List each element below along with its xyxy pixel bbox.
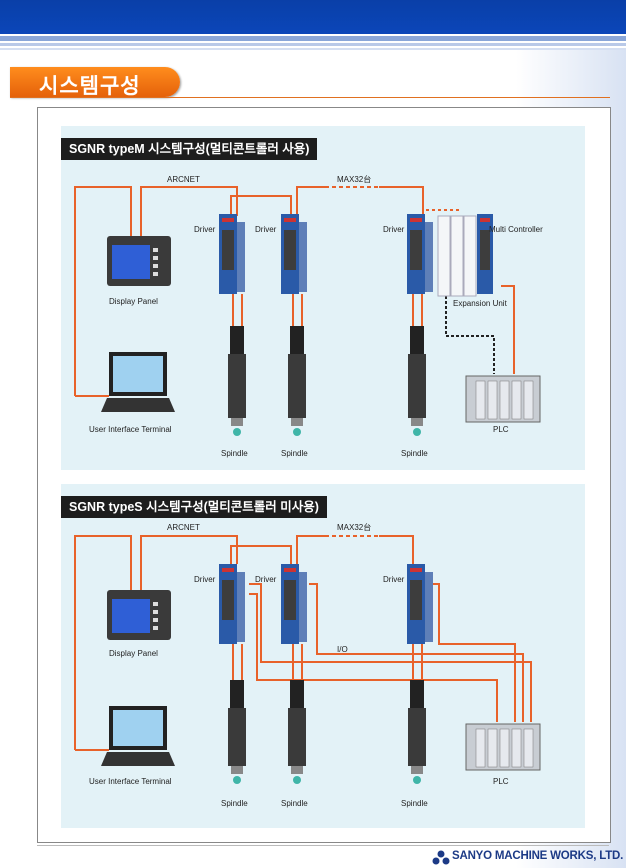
plc-icon: [465, 723, 541, 771]
section-title-tab: 시스템구성: [10, 67, 180, 98]
plc-icon: [465, 375, 541, 423]
driver-label: Driver: [255, 225, 277, 234]
banner-stripe: [0, 48, 626, 50]
system-panel-types: SGNR typeS 시스템구성(멀티콘트롤러 미사용): [61, 484, 585, 828]
company-name: SANYO MACHINE WORKS, LTD.: [452, 850, 624, 862]
system-diagram-typem: Display Panel User Interface Terminal AR…: [74, 174, 543, 458]
driver-unit-icon: [407, 214, 433, 294]
spindle-label: Spindle: [221, 449, 248, 458]
system-panel-typem: SGNR typeM 시스템구성(멀티콘트롤러 사용): [61, 126, 585, 470]
spindle-icon: [408, 680, 426, 784]
footer-divider: [37, 845, 609, 846]
arcnet-label: ARCNET: [167, 175, 200, 184]
cable: [140, 535, 238, 594]
panel-title: SGNR typeS 시스템구성(멀티콘트롤러 미사용): [61, 496, 327, 518]
driver-unit-icon: [281, 564, 307, 644]
plc-label: PLC: [493, 425, 509, 434]
cable: [296, 186, 325, 216]
driver-label: Driver: [194, 225, 216, 234]
banner-stripe: [0, 43, 626, 46]
expansion-unit-label: Expansion Unit: [453, 299, 508, 308]
cable: [379, 186, 424, 216]
logo-mark-icon: [432, 850, 450, 865]
dashed-link: [445, 296, 495, 374]
banner-stripe: [0, 36, 626, 41]
io-cable: [309, 583, 524, 722]
plc-label: PLC: [493, 777, 509, 786]
driver-label: Driver: [194, 575, 216, 584]
spindle-icon: [288, 680, 306, 784]
max32-label: MAX32台: [337, 522, 371, 532]
driver-unit-icon: [219, 564, 245, 644]
cable: [230, 545, 292, 564]
cable: [296, 535, 325, 564]
cable: [230, 195, 292, 216]
spindle-icon: [228, 680, 246, 784]
spindle-label: Spindle: [401, 799, 428, 808]
display-panel-icon: [107, 590, 171, 640]
driver-unit-icon: [281, 214, 307, 294]
multi-controller-icon: [477, 214, 493, 294]
user-terminal-label: User Interface Terminal: [89, 425, 172, 434]
cable: [74, 186, 132, 396]
driver-label: Driver: [255, 575, 277, 584]
display-panel-label: Display Panel: [109, 297, 158, 306]
driver-unit-icon: [407, 564, 433, 644]
io-cable: [429, 583, 516, 722]
spindle-icon: [408, 326, 426, 436]
spindle-label: Spindle: [281, 449, 308, 458]
spindle-label: Spindle: [281, 799, 308, 808]
user-terminal-label: User Interface Terminal: [89, 777, 172, 786]
io-cable: [249, 583, 532, 722]
system-diagram-types: Display Panel User Interface Terminal AR…: [74, 522, 541, 808]
section-title: 시스템구성: [39, 75, 141, 98]
driver-label: Driver: [383, 225, 405, 234]
multi-controller-label: Multi Controller: [489, 225, 543, 234]
cable: [140, 186, 238, 241]
cable: [74, 535, 132, 750]
section-divider: [10, 97, 610, 98]
company-logo: SANYO MACHINE WORKS, LTD.: [432, 849, 624, 867]
driver-unit-icon: [219, 214, 245, 294]
panel-title: SGNR typeM 시스템구성(멀티콘트롤러 사용): [61, 138, 318, 160]
cable: [501, 285, 515, 374]
laptop-icon: [101, 352, 175, 412]
driver-label: Driver: [383, 575, 405, 584]
display-panel-icon: [107, 236, 171, 286]
expansion-unit-icon: [437, 215, 477, 297]
max32-label: MAX32台: [337, 174, 371, 184]
io-cable: [249, 593, 498, 722]
laptop-icon: [101, 706, 175, 766]
spindle-icon: [228, 326, 246, 436]
top-banner: [0, 0, 626, 34]
display-panel-label: Display Panel: [109, 649, 158, 658]
cable: [379, 535, 414, 564]
arcnet-label: ARCNET: [167, 523, 200, 532]
spindle-label: Spindle: [401, 449, 428, 458]
io-label: I/O: [337, 645, 348, 654]
spindle-icon: [288, 326, 306, 436]
spindle-label: Spindle: [221, 799, 248, 808]
